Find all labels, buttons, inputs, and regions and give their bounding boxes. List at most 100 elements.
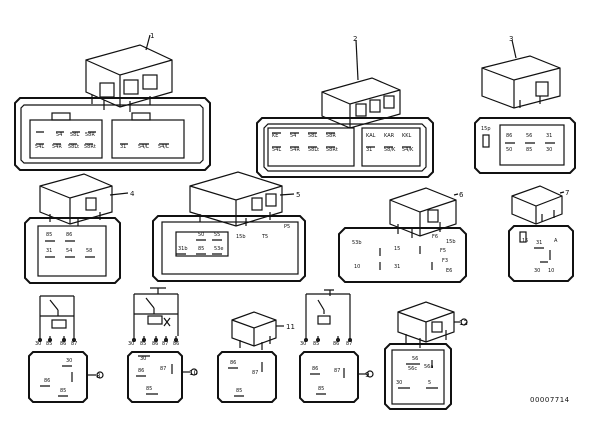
callout-3: 3 <box>509 35 513 43</box>
pin-label: F6 <box>432 234 438 240</box>
pin-label: KAL <box>366 133 376 139</box>
pin-label: 58/K <box>384 147 396 153</box>
pin-label: 30 <box>534 268 540 274</box>
pin-label: 31 <box>120 144 126 150</box>
pin-label: 85 <box>60 388 66 394</box>
pin-label: KE <box>272 133 278 139</box>
pin-label: 87 <box>162 341 168 347</box>
pin-label: 86 <box>230 360 236 366</box>
pin-label: 58L <box>308 133 317 139</box>
pin-label: F5 <box>440 248 446 254</box>
relay-9: 30 85 86 87 86 87 85 9 <box>299 289 374 403</box>
pin-label: 58Lt <box>308 147 319 153</box>
pin-label: E6 <box>446 268 452 274</box>
ref-number: 00007714 <box>530 396 570 404</box>
pin-label: 86 <box>60 341 66 347</box>
pin-label: 15b <box>446 239 456 245</box>
pin-label: 85 <box>313 341 319 347</box>
pin-label: 85 <box>318 386 324 392</box>
relay-10: 30 85 86 87 86 30 86 87 85 10 <box>127 287 198 403</box>
pin-label: 86 <box>506 133 512 139</box>
pin-label: 53e <box>214 246 223 252</box>
pin-label: 87 <box>71 341 77 347</box>
callout-9: 9 <box>365 371 369 379</box>
pin-label: 54L <box>272 147 281 153</box>
pin-label: 85 <box>46 341 52 347</box>
relay-2: 2 KE 54 58L 58R 54L 54R 58Lt 58Rt KAL KA… <box>256 35 434 178</box>
pin-label: 56 <box>526 133 532 139</box>
pin-label: 85 <box>236 388 242 394</box>
pin-label: F3 <box>442 258 448 264</box>
pin-label: 58R <box>85 132 95 138</box>
pin-label: 58Rt <box>326 147 338 153</box>
pin-label: 86 <box>152 341 158 347</box>
pin-label: 54L <box>35 144 44 150</box>
pin-label: KAR <box>384 133 395 139</box>
callout-6: 6 <box>459 191 464 199</box>
pin-label: 86 <box>333 341 339 347</box>
pin-label: 58L <box>70 132 79 138</box>
pin-label: 5 <box>428 380 431 386</box>
pin-label: 31 <box>46 248 52 254</box>
pin-label: 87 <box>160 366 166 372</box>
relay-3: 3 15p 86 56 31 50 85 30 <box>474 35 576 174</box>
pin-label: 87 <box>252 370 258 376</box>
pin-label: 15 <box>522 238 528 244</box>
pin-label: 85 <box>526 147 532 153</box>
pin-label: 55 <box>214 232 220 238</box>
relay-6: 6 53b 10 15 31 F6 15b F5 F3 E6 <box>338 187 467 283</box>
pin-label: 31 <box>366 147 372 153</box>
pin-label: T5 <box>261 234 268 240</box>
callout-7: 7 <box>565 189 569 197</box>
pin-label: 58R <box>326 133 336 139</box>
pin-label: 56a <box>424 364 433 370</box>
pin-label: 50 <box>198 232 204 238</box>
pin-label: 31 <box>546 133 552 139</box>
pin-label: 87 <box>334 368 340 374</box>
pin-label: A <box>554 238 558 244</box>
pin-label: 30 <box>300 341 306 347</box>
pin-label: 85 <box>140 341 146 347</box>
pin-label: 31 <box>536 240 542 246</box>
pin-label: 56 <box>412 356 418 362</box>
pin-label: 31 <box>394 264 400 270</box>
pin-label: 58 <box>86 248 92 254</box>
pin-label: 30 <box>35 341 41 347</box>
pin-label: 15b <box>236 234 246 240</box>
pin-label: 15p <box>481 126 491 132</box>
pin-label: 86 <box>138 368 144 374</box>
pin-label: 58Rt <box>84 144 96 150</box>
relay-5: 5 P5 15b T5 50 55 31b 85 53e <box>152 171 306 282</box>
pin-label: 50 <box>506 147 512 153</box>
relay-4: 4 85 86 31 54 58 <box>24 173 135 284</box>
callout-12: 12 <box>459 319 468 327</box>
relay-11: 11 86 87 85 <box>217 311 295 403</box>
callout-5: 5 <box>296 191 300 199</box>
callout-8: 8 <box>96 372 100 380</box>
pin-label: 86 <box>312 366 318 372</box>
pin-label: 58Lt <box>68 144 79 150</box>
callout-2: 2 <box>353 35 357 43</box>
pin-label: 54 <box>290 133 296 139</box>
pin-label: 85 <box>198 246 204 252</box>
callout-10: 10 <box>189 369 198 377</box>
pin-label: 30 <box>396 380 402 386</box>
pin-label: 86 <box>173 341 179 347</box>
pin-label: 30 <box>140 356 146 362</box>
pin-label: P5 <box>284 224 290 230</box>
relay-7: 7 15 31 A 30 10 <box>508 185 574 282</box>
relay-8: 30 85 86 87 30 86 85 8 <box>28 295 104 403</box>
callout-4: 4 <box>130 190 135 198</box>
pin-label: 87 <box>346 341 352 347</box>
pin-label: 30 <box>66 358 72 364</box>
pin-label: 31b <box>178 246 188 252</box>
pin-label: 15 <box>394 246 400 252</box>
pin-label: 86 <box>66 232 72 238</box>
pin-label: 86 <box>44 378 50 384</box>
relay-1: 1 54 58L 58R 54L 54R 58Lt 58Rt 31 54/L 5… <box>14 32 211 171</box>
pin-label: 10 <box>354 264 360 270</box>
pin-label: KKL <box>402 133 412 139</box>
pin-label: 30 <box>546 147 552 153</box>
pin-label: 54/K <box>402 147 414 153</box>
